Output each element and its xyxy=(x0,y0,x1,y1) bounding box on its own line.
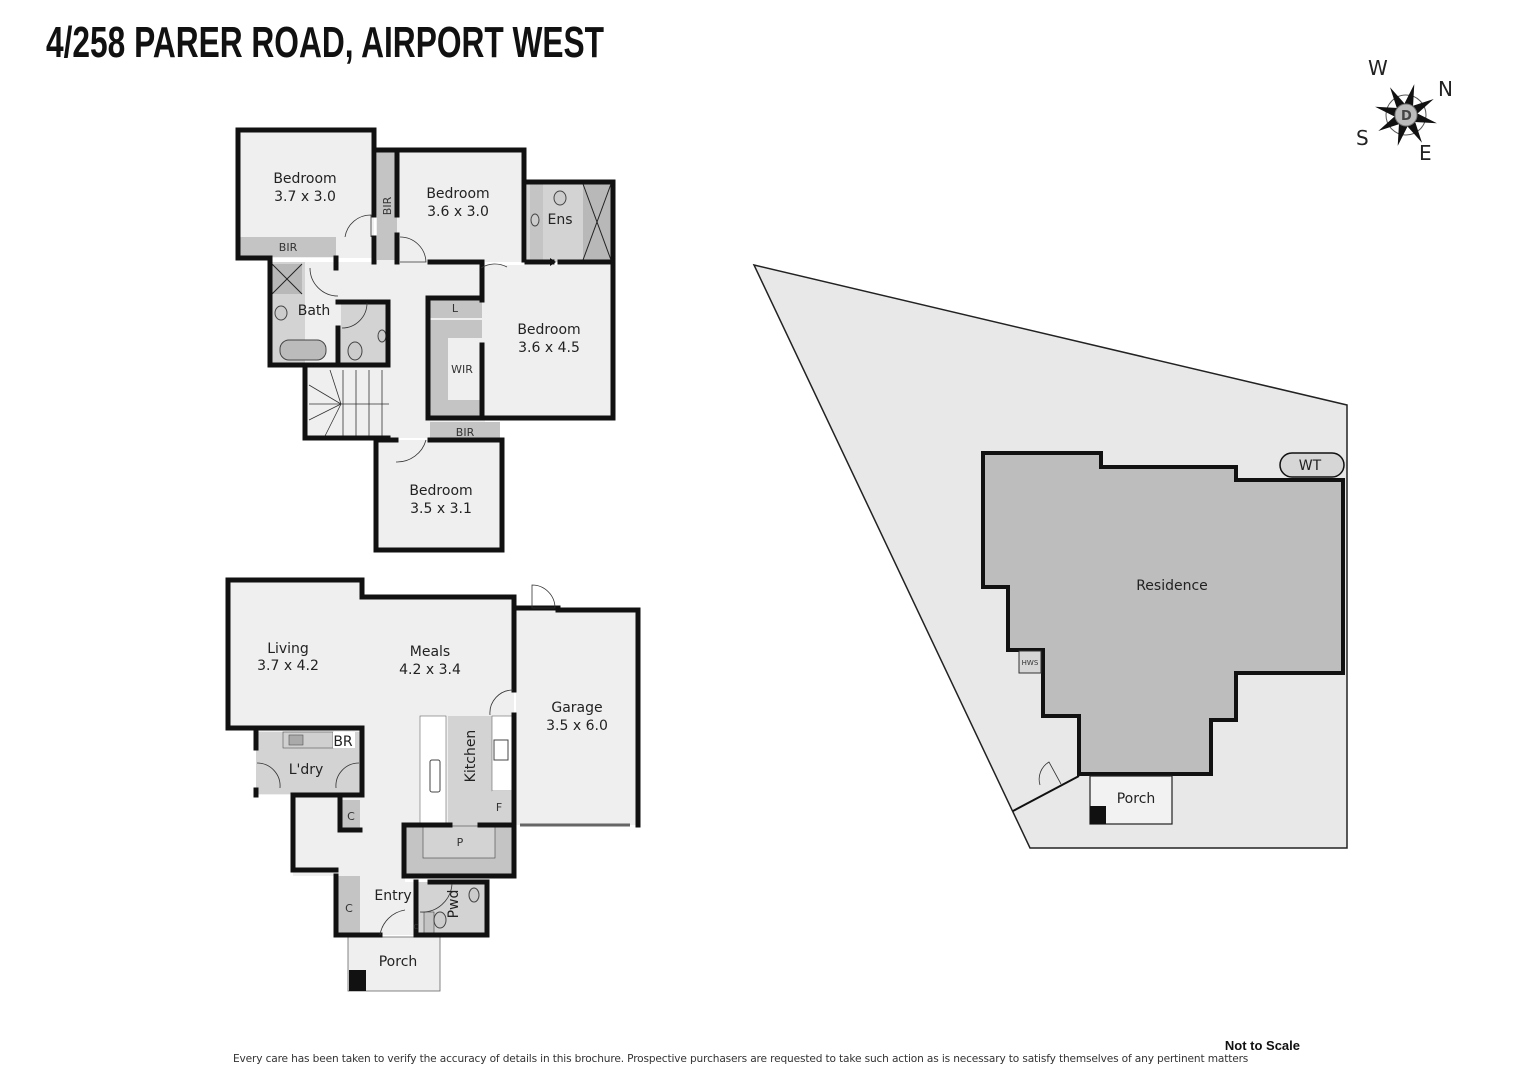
svg-text:3.7 x 3.0: 3.7 x 3.0 xyxy=(274,189,336,205)
svg-text:Living: Living xyxy=(267,641,309,657)
svg-text:Residence: Residence xyxy=(1136,578,1208,594)
svg-text:L'dry: L'dry xyxy=(289,762,324,778)
svg-text:HWS: HWS xyxy=(1022,659,1039,667)
svg-text:3.7 x 4.2: 3.7 x 4.2 xyxy=(257,658,319,674)
svg-text:P: P xyxy=(457,836,464,849)
upper-floor-plan: Bedroom 3.7 x 3.0 Bedroom 3.6 x 3.0 Bedr… xyxy=(235,127,616,553)
svg-text:C: C xyxy=(347,810,355,823)
svg-text:3.5 x 3.1: 3.5 x 3.1 xyxy=(410,501,472,517)
svg-text:BIR: BIR xyxy=(279,241,298,254)
svg-text:N: N xyxy=(1438,77,1453,101)
svg-text:3.6 x 4.5: 3.6 x 4.5 xyxy=(518,340,580,356)
svg-text:Garage: Garage xyxy=(551,700,602,716)
compass-icon: D W N S E xyxy=(1356,56,1453,165)
svg-text:Bath: Bath xyxy=(298,303,331,319)
svg-text:Ens: Ens xyxy=(547,212,572,228)
not-to-scale-note: Not to Scale xyxy=(1224,1038,1300,1053)
svg-text:WIR: WIR xyxy=(451,363,473,376)
svg-text:F: F xyxy=(496,801,502,814)
property-address-title: 4/258 PARER ROAD, AIRPORT WEST xyxy=(46,18,605,67)
svg-text:Bedroom: Bedroom xyxy=(273,171,336,187)
disclaimer-text: Every care has been taken to verify the … xyxy=(233,1053,1249,1065)
svg-text:Pwd: Pwd xyxy=(446,890,462,919)
ground-floor-plan: Living 3.7 x 4.2 Meals 4.2 x 3.4 Garage … xyxy=(225,577,641,992)
svg-text:L: L xyxy=(452,302,459,315)
svg-text:Bedroom: Bedroom xyxy=(409,483,472,499)
svg-text:BR: BR xyxy=(333,734,353,750)
svg-text:E: E xyxy=(1419,141,1432,165)
svg-text:Kitchen: Kitchen xyxy=(463,730,479,783)
svg-text:Meals: Meals xyxy=(410,644,450,660)
svg-text:C: C xyxy=(414,923,419,931)
svg-text:3.5 x 6.0: 3.5 x 6.0 xyxy=(546,718,608,734)
svg-text:Porch: Porch xyxy=(379,954,418,970)
svg-text:Entry: Entry xyxy=(374,888,411,904)
svg-text:D: D xyxy=(1401,109,1412,124)
svg-text:BIR: BIR xyxy=(381,196,394,215)
svg-text:3.6 x 3.0: 3.6 x 3.0 xyxy=(427,204,489,220)
svg-text:BIR: BIR xyxy=(456,426,475,439)
svg-text:WT: WT xyxy=(1299,458,1322,474)
svg-text:4.2 x 3.4: 4.2 x 3.4 xyxy=(399,662,461,678)
svg-text:C: C xyxy=(345,902,353,915)
site-plan: Residence WT HWS Porch xyxy=(752,263,1348,849)
svg-text:Bedroom: Bedroom xyxy=(517,322,580,338)
svg-text:Bedroom: Bedroom xyxy=(426,186,489,202)
svg-text:W: W xyxy=(1368,56,1388,80)
svg-text:Porch: Porch xyxy=(1117,791,1156,807)
svg-text:S: S xyxy=(1356,126,1369,150)
